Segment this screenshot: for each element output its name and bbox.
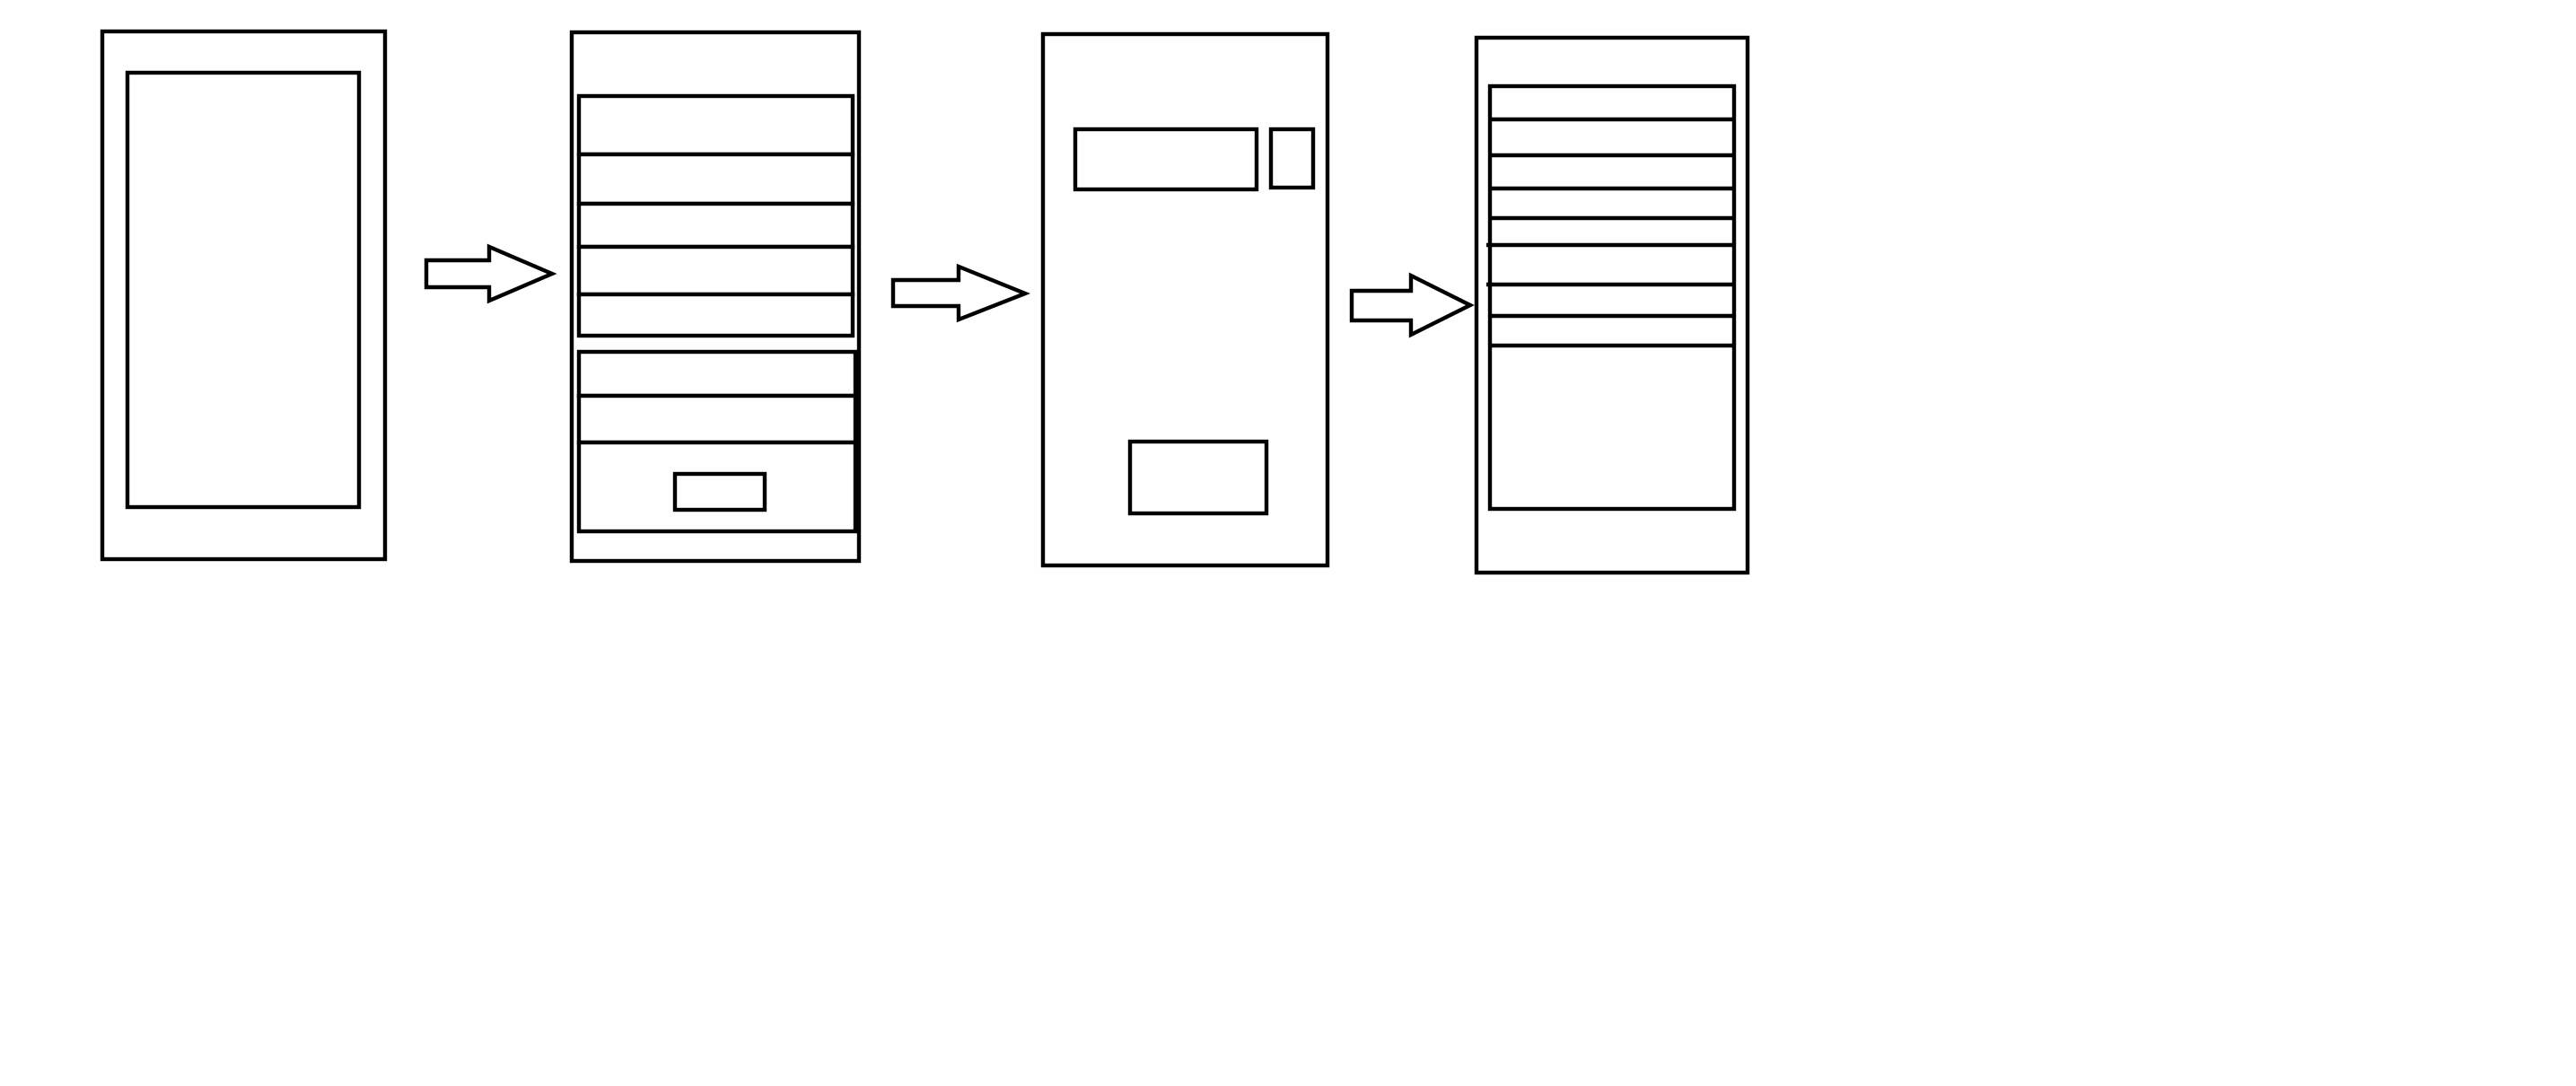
screen-2-list-group-top (576, 93, 855, 338)
arrow-2-icon (890, 263, 1030, 323)
screen-2-top-row-2 (576, 152, 855, 206)
screen-3-wide-box (1073, 127, 1259, 192)
screen-1 (100, 29, 388, 562)
screen-4-list-panel (1487, 83, 1737, 512)
arrow-3-icon (1349, 272, 1475, 338)
screen-3-bottom-box (1127, 439, 1269, 516)
screen-2 (569, 30, 862, 564)
screen-2-list-group-bottom (576, 349, 858, 534)
screen-3 (1040, 31, 1330, 568)
arrow-1-icon (424, 243, 557, 304)
screen-2-top-row-4 (576, 244, 855, 297)
screen-2-bottom-row-2 (576, 393, 858, 445)
screen-4-list-dividers (1486, 117, 1734, 348)
screen-2-small-button (672, 471, 767, 512)
screen-2-top-row-5 (576, 292, 855, 338)
screen-2-top-row-3 (576, 201, 855, 250)
screen-3-small-box (1268, 127, 1316, 190)
screen-4 (1474, 35, 1750, 575)
screen-2-top-row-1 (576, 93, 855, 157)
screen-2-bottom-row-1 (576, 349, 858, 398)
screen-1-inner-panel (125, 70, 362, 510)
